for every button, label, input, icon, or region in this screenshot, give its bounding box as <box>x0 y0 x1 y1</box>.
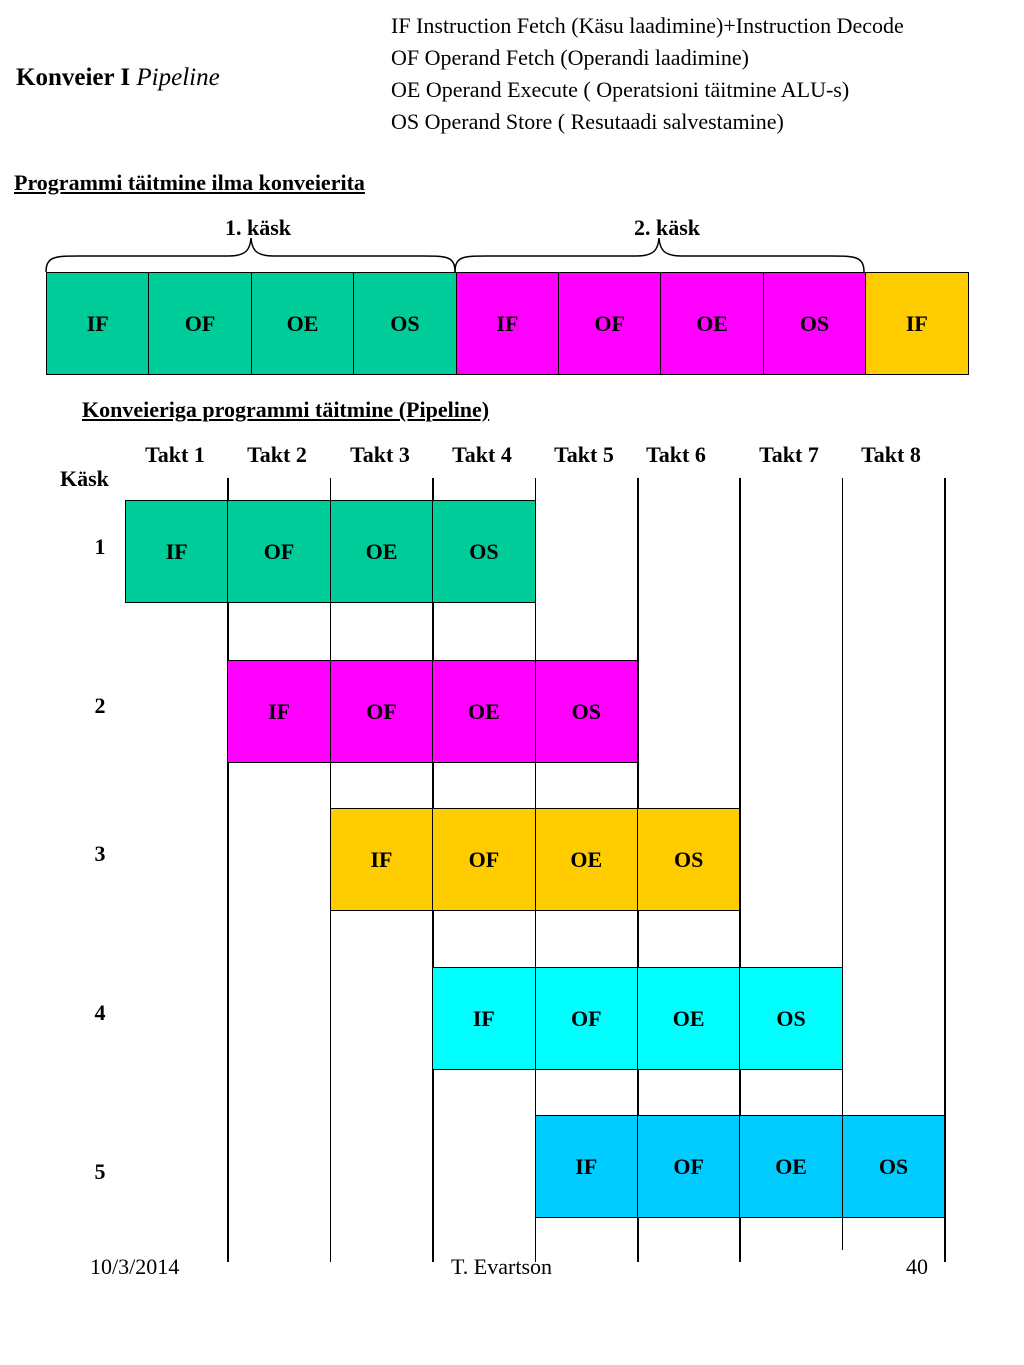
brace-instruction-2 <box>454 237 865 273</box>
pipeline-stage-os: OS <box>637 808 741 911</box>
sequential-stage-oe: OE <box>250 272 355 375</box>
footer-date: 10/3/2014 <box>90 1254 180 1279</box>
pipeline-stage-oe: OE <box>637 967 741 1070</box>
takt-label-7: Takt 7 <box>759 442 819 467</box>
instruction-column-header: Käsk <box>60 466 109 491</box>
takt-label-1: Takt 1 <box>145 442 205 467</box>
takt-grid-line <box>944 478 946 1262</box>
instruction-number-2: 2 <box>94 693 106 718</box>
pipeline-stage-of: OF <box>227 500 331 603</box>
takt-label-3: Takt 3 <box>350 442 410 467</box>
brace-instruction-1 <box>45 237 456 273</box>
pipeline-stage-oe: OE <box>432 660 536 763</box>
instruction-number-3: 3 <box>94 841 106 866</box>
sequential-stage-oe: OE <box>660 272 764 375</box>
pipeline-stage-if: IF <box>227 660 331 763</box>
pipeline-stage-of: OF <box>329 660 434 763</box>
pipeline-stage-of: OF <box>637 1115 741 1218</box>
legend-item-oe: OE Operand Execute ( Operatsioni täitmin… <box>391 77 850 102</box>
sequential-stage-os: OS <box>353 272 457 375</box>
pipeline-stage-oe: OE <box>739 1115 843 1218</box>
pipeline-stage-of: OF <box>534 967 638 1070</box>
pipeline-stage-of: OF <box>432 808 536 911</box>
pipeline-stage-os: OS <box>739 967 843 1070</box>
pipeline-stage-oe: OE <box>329 500 434 603</box>
title-main: Konveier I <box>16 64 131 91</box>
sequential-heading: Programmi täitmine ilma konveierita <box>14 170 365 195</box>
sequential-stage-if: IF <box>455 272 559 375</box>
instruction-braces <box>45 237 865 273</box>
pipeline-stage-if: IF <box>125 500 229 603</box>
sequential-stage-if: IF <box>865 272 969 375</box>
stage-legend: IF Instruction Fetch (Käsu laadimine)+In… <box>391 10 904 138</box>
pipeline-stage-if: IF <box>534 1115 638 1218</box>
page-title: Konveier I Pipeline <box>16 64 220 92</box>
instruction-number-1: 1 <box>94 534 106 559</box>
pipeline-stage-oe: OE <box>534 808 638 911</box>
sequential-stage-os: OS <box>762 272 867 375</box>
footer-author: T. Evartson <box>451 1254 553 1279</box>
sequential-stage-of: OF <box>558 272 662 375</box>
brace-label-1: 1. käsk <box>224 215 292 240</box>
pipeline-heading: Konveieriga programmi täitmine (Pipeline… <box>82 397 490 422</box>
legend-item-os: OS Operand Store ( Resutaadi salvestamin… <box>391 109 784 134</box>
instruction-number-4: 4 <box>94 1000 106 1025</box>
pipeline-stage-os: OS <box>841 1115 946 1218</box>
instruction-number-5: 5 <box>94 1159 106 1184</box>
legend-item-of: OF Operand Fetch (Operandi laadimine) <box>391 45 749 70</box>
takt-label-2: Takt 2 <box>247 442 307 467</box>
brace-label-2: 2. käsk <box>633 215 701 240</box>
takt-label-4: Takt 4 <box>452 442 512 467</box>
pipeline-stage-if: IF <box>329 808 434 911</box>
takt-label-6: Takt 6 <box>646 442 706 467</box>
title-italic: Pipeline <box>136 64 220 91</box>
takt-grid-line <box>841 478 844 1250</box>
sequential-stage-of: OF <box>148 272 252 375</box>
legend-item-if: IF Instruction Fetch (Käsu laadimine)+In… <box>391 13 904 38</box>
takt-label-8: Takt 8 <box>861 442 921 467</box>
footer-page-number: 40 <box>906 1254 928 1279</box>
pipeline-stage-if: IF <box>432 967 536 1070</box>
takt-grid-line <box>227 478 229 1262</box>
pipeline-stage-os: OS <box>534 660 638 763</box>
pipeline-stage-os: OS <box>432 500 536 603</box>
sequential-stage-if: IF <box>46 272 150 375</box>
takt-label-5: Takt 5 <box>554 442 614 467</box>
